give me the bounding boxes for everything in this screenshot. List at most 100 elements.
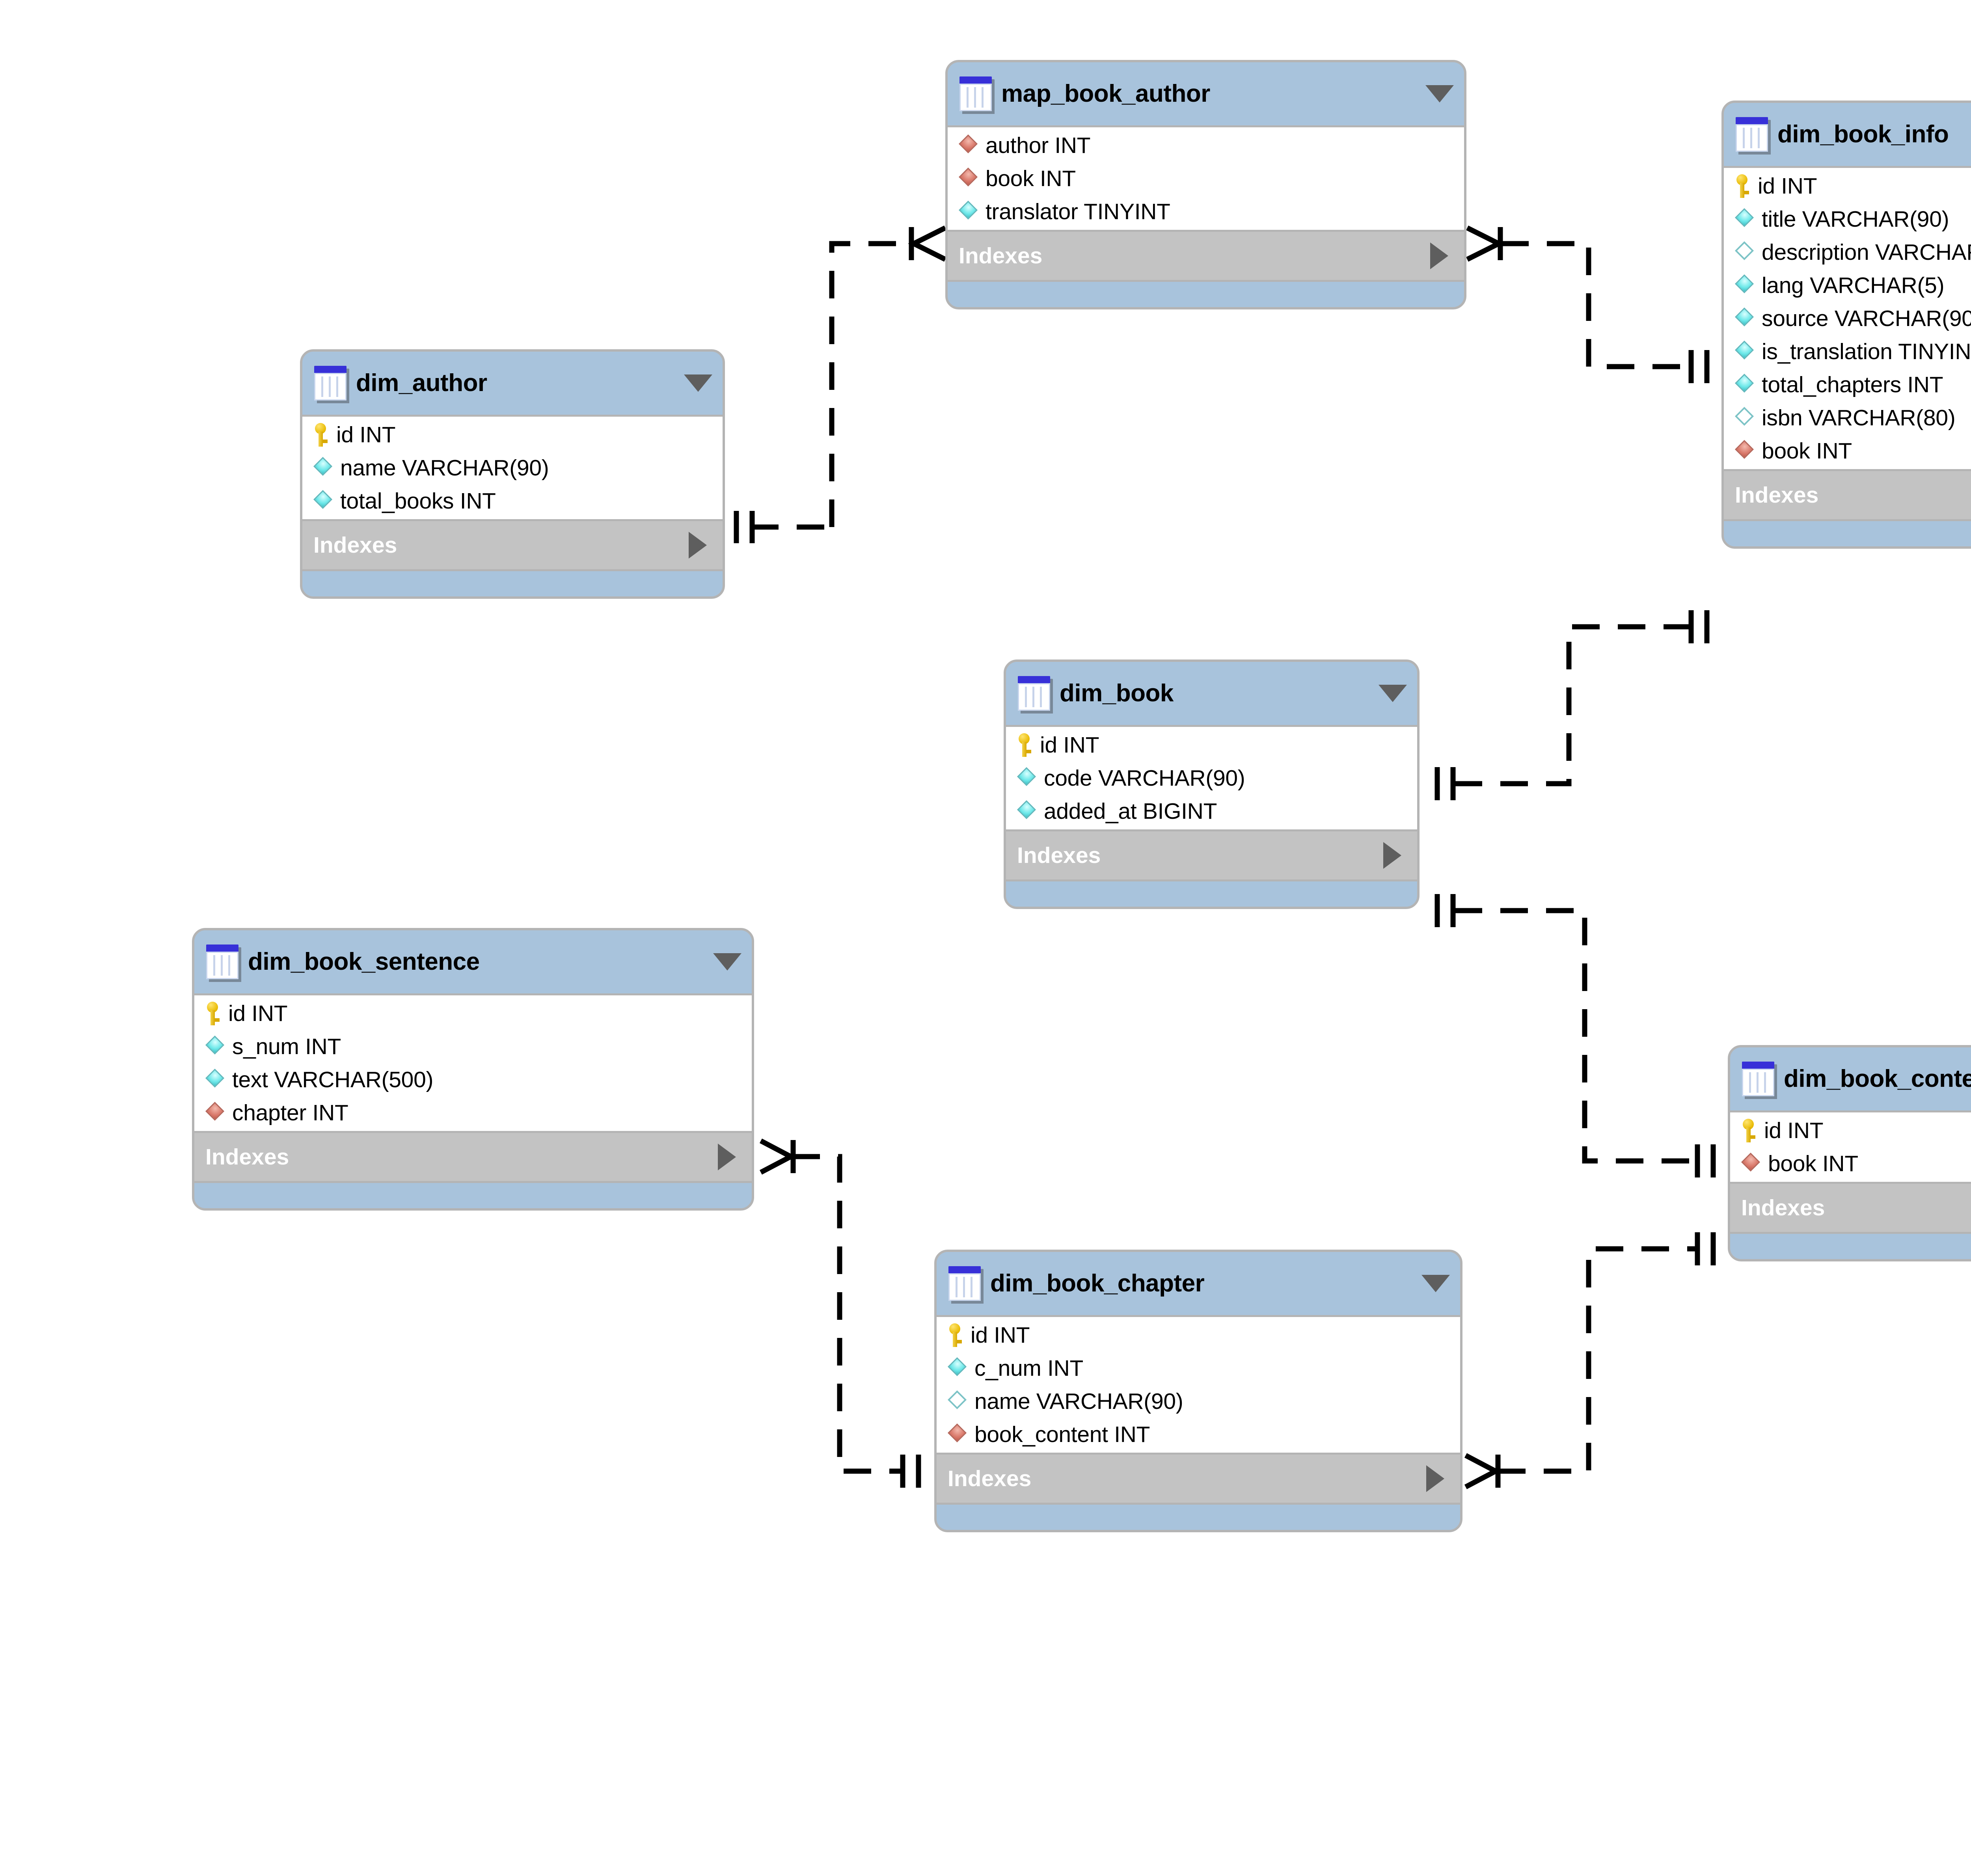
- table-footer: [948, 280, 1464, 307]
- table-column-row[interactable]: id INT: [937, 1319, 1460, 1352]
- table-column-row[interactable]: title VARCHAR(90): [1724, 203, 1971, 236]
- chevron-down-icon[interactable]: [684, 374, 712, 392]
- table-column-row[interactable]: book INT: [948, 162, 1464, 195]
- table-footer: [1730, 1232, 1971, 1259]
- red-diamond-icon: [205, 1101, 225, 1124]
- indexes-section[interactable]: Indexes: [937, 1455, 1460, 1503]
- table-column-row[interactable]: c_num INT: [937, 1352, 1460, 1385]
- indexes-label: Indexes: [1741, 1195, 1825, 1220]
- relationship-dim-author-map-book-author: [734, 225, 946, 543]
- chevron-down-icon[interactable]: [1421, 1275, 1450, 1292]
- table-header[interactable]: dim_book_sentence: [194, 930, 752, 993]
- chevron-right-icon[interactable]: [718, 1144, 736, 1170]
- table-column-row[interactable]: source VARCHAR(90): [1724, 302, 1971, 335]
- table-column-row[interactable]: name VARCHAR(90): [937, 1385, 1460, 1418]
- table-column-row[interactable]: id INT: [1724, 170, 1971, 203]
- cyan-diamond-icon: [313, 490, 333, 512]
- indexes-label: Indexes: [948, 1466, 1032, 1491]
- table-name: dim_book_sentence: [248, 948, 480, 975]
- table-column-row[interactable]: total_books INT: [302, 484, 723, 518]
- chevron-right-icon[interactable]: [689, 532, 707, 559]
- table-name: dim_book: [1060, 680, 1174, 707]
- relationship-dim-book-sentence-dim-book-chapter: [759, 1138, 921, 1488]
- column-label: isbn VARCHAR(80): [1762, 405, 1956, 430]
- indexes-section[interactable]: Indexes: [1006, 831, 1417, 879]
- table-column-row[interactable]: s_num INT: [194, 1030, 752, 1063]
- table-column-row[interactable]: id INT: [1006, 728, 1417, 762]
- chevron-down-icon[interactable]: [1379, 685, 1407, 702]
- table-column-row[interactable]: id INT: [302, 418, 723, 451]
- column-label: is_translation TINYINT: [1762, 339, 1971, 364]
- red-diamond-icon: [1740, 1152, 1760, 1175]
- red-diamond-icon: [958, 134, 978, 156]
- table-column-row[interactable]: description VARCHAR(200): [1724, 236, 1971, 269]
- indexes-section[interactable]: Indexes: [1730, 1184, 1971, 1232]
- hollow-diamond-icon: [1734, 406, 1754, 429]
- chevron-down-icon[interactable]: [1425, 85, 1454, 102]
- table-column-row[interactable]: isbn VARCHAR(80): [1724, 401, 1971, 434]
- column-label: translator TINYINT: [986, 199, 1170, 224]
- red-diamond-icon: [958, 167, 978, 190]
- cyan-diamond-icon: [1734, 340, 1754, 363]
- table-column-row[interactable]: is_translation TINYINT: [1724, 335, 1971, 368]
- table-footer: [1724, 519, 1971, 546]
- table-column-row[interactable]: code VARCHAR(90): [1006, 762, 1417, 795]
- table-column-row[interactable]: author INT: [948, 129, 1464, 162]
- table-column-row[interactable]: text VARCHAR(500): [194, 1063, 752, 1096]
- table-column-row[interactable]: total_chapters INT: [1724, 368, 1971, 401]
- table-column-row[interactable]: chapter INT: [194, 1096, 752, 1129]
- key-icon: [1740, 1119, 1756, 1142]
- cyan-diamond-icon: [1734, 307, 1754, 330]
- table-header[interactable]: dim_book_info: [1724, 103, 1971, 166]
- indexes-section[interactable]: Indexes: [302, 521, 723, 569]
- chevron-down-icon[interactable]: [713, 953, 741, 971]
- table-column-row[interactable]: book_content INT: [937, 1418, 1460, 1451]
- relationship-dim-book-dim-book-info: [1434, 610, 1710, 800]
- table-header[interactable]: map_book_author: [948, 62, 1464, 125]
- chevron-right-icon[interactable]: [1426, 1465, 1444, 1492]
- table-icon: [948, 1266, 981, 1301]
- table-column-row[interactable]: name VARCHAR(90): [302, 451, 723, 484]
- key-icon: [1734, 174, 1750, 198]
- indexes-section[interactable]: Indexes: [194, 1133, 752, 1181]
- table-column-row[interactable]: lang VARCHAR(5): [1724, 269, 1971, 302]
- table-name: dim_author: [356, 369, 487, 397]
- table-name: dim_book_info: [1777, 121, 1949, 148]
- indexes-section[interactable]: Indexes: [1724, 471, 1971, 519]
- table-column-row[interactable]: added_at BIGINT: [1006, 795, 1417, 828]
- column-label: chapter INT: [232, 1100, 348, 1125]
- table-column-row[interactable]: id INT: [1730, 1114, 1971, 1147]
- chevron-right-icon[interactable]: [1430, 242, 1448, 269]
- table-icon: [314, 366, 347, 401]
- key-icon: [1016, 733, 1032, 757]
- table-column-row[interactable]: id INT: [194, 997, 752, 1030]
- table-header[interactable]: dim_book: [1006, 662, 1417, 725]
- table-column-row[interactable]: translator TINYINT: [948, 195, 1464, 228]
- cyan-diamond-icon: [1734, 373, 1754, 396]
- table-header[interactable]: dim_author: [302, 352, 723, 415]
- table-header[interactable]: dim_book_chapter: [937, 1252, 1460, 1315]
- table-column-row[interactable]: book INT: [1730, 1147, 1971, 1180]
- indexes-label: Indexes: [205, 1144, 289, 1170]
- table-column-row[interactable]: book INT: [1724, 434, 1971, 468]
- table-icon: [1742, 1062, 1774, 1096]
- relationship-dim-book-dim-book-content: [1434, 894, 1716, 1177]
- column-label: source VARCHAR(90): [1762, 306, 1971, 331]
- column-label: title VARCHAR(90): [1762, 206, 1949, 232]
- chevron-right-icon[interactable]: [1383, 842, 1401, 869]
- column-label: description VARCHAR(200): [1762, 239, 1971, 265]
- indexes-section[interactable]: Indexes: [948, 232, 1464, 280]
- cyan-diamond-icon: [1016, 800, 1036, 822]
- table-header[interactable]: dim_book_content: [1730, 1047, 1971, 1110]
